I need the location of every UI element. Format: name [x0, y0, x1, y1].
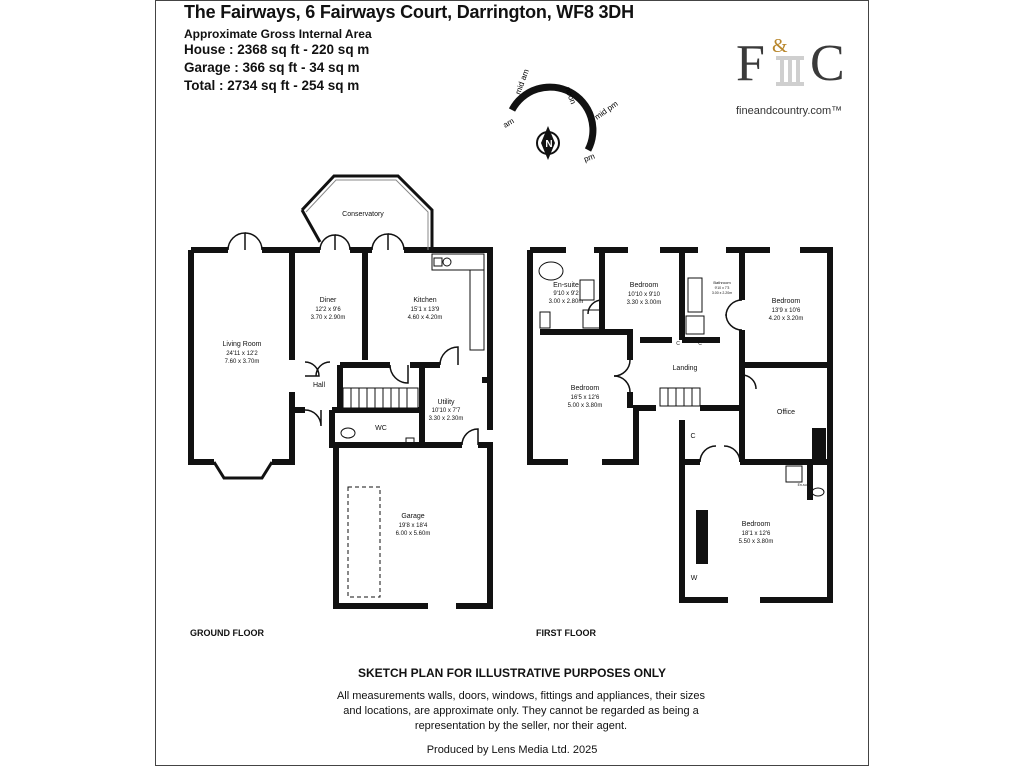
- compass-label-midpm: mid pm: [593, 99, 620, 122]
- room-bedroom3-imperial: 13'9 x 10'6: [772, 308, 801, 314]
- room-bedroom1-name: Bedroom: [571, 385, 600, 392]
- room-bedroom1-imperial: 16'5 x 12'6: [571, 395, 600, 401]
- room-wc-name: WC: [375, 425, 387, 432]
- room-bedroom4-name: Bedroom: [742, 521, 771, 528]
- wc-sink: [405, 437, 415, 445]
- room-bedroom1-metric: 5.00 x 3.80m: [568, 403, 603, 409]
- conservatory-walls: [300, 174, 434, 250]
- room-bedroom4-metric: 5.50 x 3.80m: [739, 539, 774, 545]
- ground-floor-stairs: [342, 387, 419, 409]
- room-ensuite-imperial: 9'10 x 9'2: [553, 291, 579, 297]
- room-diner-metric: 3.70 x 2.90m: [311, 315, 346, 321]
- cupboard-label-3: C: [698, 341, 702, 347]
- credit-line: Produced by Lens Media Ltd. 2025: [426, 744, 598, 756]
- ground-floor-label: GROUND FLOOR: [190, 628, 264, 638]
- compass-label-noon: noon: [563, 86, 578, 106]
- room-kitchen-name: Kitchen: [413, 297, 436, 304]
- disclaimer-title: SKETCH PLAN FOR ILLUSTRATIVE PURPOSES ON…: [357, 666, 667, 680]
- compass: N mid am noon mid pm pm am: [502, 68, 620, 164]
- room-bathroom-imperial: 9'10 x 7'3: [715, 286, 730, 290]
- wardrobe-label: W: [691, 575, 698, 582]
- first-floor-stairs: [659, 387, 701, 407]
- ground-floor-walls: [188, 247, 493, 609]
- room-bedroom2-imperial: 10'10 x 9'10: [628, 292, 661, 298]
- cupboard-label-2: C: [676, 341, 680, 347]
- room-ensuite2-name: En-suite: [798, 483, 811, 487]
- room-utility-imperial: 10'10 x 7'7: [432, 408, 461, 414]
- room-garage-name: Garage: [401, 513, 424, 520]
- compass-north-label: N: [545, 139, 552, 150]
- disclaimer-body: All measurements walls, doors, windows, …: [336, 690, 706, 732]
- room-ensuite-name: En-suite: [553, 282, 579, 289]
- kitchen-fittings: [431, 253, 485, 351]
- room-diner-name: Diner: [320, 297, 337, 304]
- room-kitchen-metric: 4.60 x 4.20m: [408, 315, 443, 321]
- room-living-name: Living Room: [223, 341, 262, 348]
- room-bedroom4-imperial: 18'1 x 12'6: [742, 531, 771, 537]
- garage-door-marking: [347, 486, 381, 598]
- room-bedroom3-metric: 4.20 x 3.20m: [769, 316, 804, 322]
- compass-label-am: am: [502, 116, 516, 130]
- garage-area: Garage : 366 sq ft - 34 sq m: [184, 60, 360, 75]
- room-kitchen-imperial: 15'1 x 13'9: [411, 307, 440, 313]
- plan-sheet: [155, 0, 869, 766]
- svg-text:&: &: [772, 35, 788, 57]
- compass-label-pm: pm: [583, 152, 597, 164]
- room-utility-metric: 3.30 x 2.30m: [429, 416, 464, 422]
- room-bedroom3-name: Bedroom: [772, 298, 801, 305]
- room-living-imperial: 24'11 x 12'2: [226, 351, 258, 357]
- room-bedroom2-name: Bedroom: [630, 282, 659, 289]
- room-bathroom-name: Bathroom: [713, 280, 731, 285]
- area-subtitle: Approximate Gross Internal Area: [184, 27, 372, 41]
- cupboard-label: C: [690, 433, 695, 440]
- room-diner-imperial: 12'2 x 9'6: [315, 307, 341, 313]
- total-area: Total : 2734 sq ft - 254 sq m: [184, 78, 360, 93]
- room-garage-imperial: 19'8 x 18'4: [399, 523, 428, 529]
- ground-floor-doors: [227, 232, 479, 446]
- first-floor-solid-block: [812, 428, 826, 460]
- page-title: The Fairways, 6 Fairways Court, Darringt…: [184, 2, 634, 22]
- house-area: House : 2368 sq ft - 220 sq m: [184, 42, 370, 57]
- first-floor-label: FIRST FLOOR: [536, 628, 596, 638]
- svg-text:C: C: [810, 35, 845, 92]
- wc-toilet: [340, 427, 356, 439]
- room-office-name: Office: [777, 409, 795, 416]
- room-conservatory: Conservatory: [342, 211, 384, 218]
- svg-text:F: F: [736, 35, 765, 92]
- room-living-metric: 7.60 x 3.70m: [225, 359, 260, 365]
- room-hall-name: Hall: [313, 382, 326, 389]
- first-floor-walls: [527, 247, 833, 603]
- room-garage-metric: 6.00 x 5.60m: [396, 531, 431, 537]
- room-utility-name: Utility: [437, 399, 455, 406]
- bedroom4-solid-block: [696, 510, 708, 564]
- logo-url: fineandcountry.com™: [736, 105, 843, 117]
- first-floor-doors: [566, 247, 757, 463]
- room-ensuite-metric: 3.00 x 2.80m: [549, 299, 584, 305]
- room-landing-name: Landing: [673, 365, 698, 372]
- bathroom-fittings: [538, 261, 825, 497]
- room-bedroom2-metric: 3.30 x 3.00m: [627, 300, 662, 306]
- fine-and-country-logo: F & C: [736, 35, 845, 92]
- room-bathroom-metric: 3.00 x 2.20m: [712, 291, 732, 295]
